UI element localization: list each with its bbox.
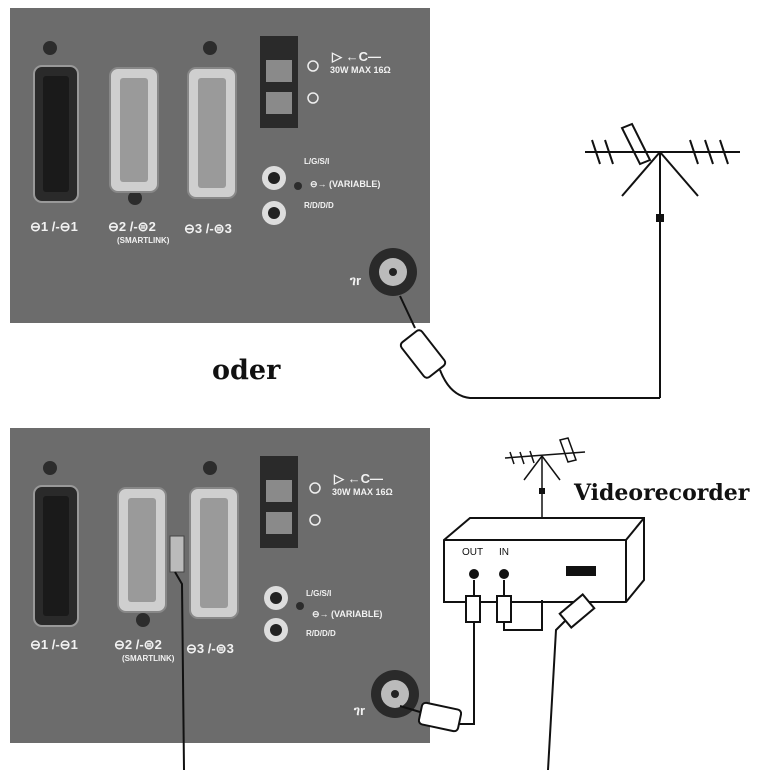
scart-cable bbox=[548, 600, 586, 770]
videorecorder-label: Videorecorder bbox=[574, 482, 749, 504]
antenna-cable bbox=[440, 370, 660, 398]
antenna-icon bbox=[585, 124, 740, 398]
coax-plug-icon bbox=[399, 296, 447, 379]
cable-clip bbox=[656, 214, 664, 222]
vcr-in-label: IN bbox=[499, 548, 509, 558]
scart-plug-cable bbox=[175, 572, 184, 770]
vcr-out-label: OUT bbox=[462, 548, 483, 558]
coax-plug-icon bbox=[400, 702, 462, 732]
scart-port bbox=[566, 566, 596, 576]
rf-in-jack bbox=[499, 569, 509, 579]
rf-out-jack bbox=[469, 569, 479, 579]
